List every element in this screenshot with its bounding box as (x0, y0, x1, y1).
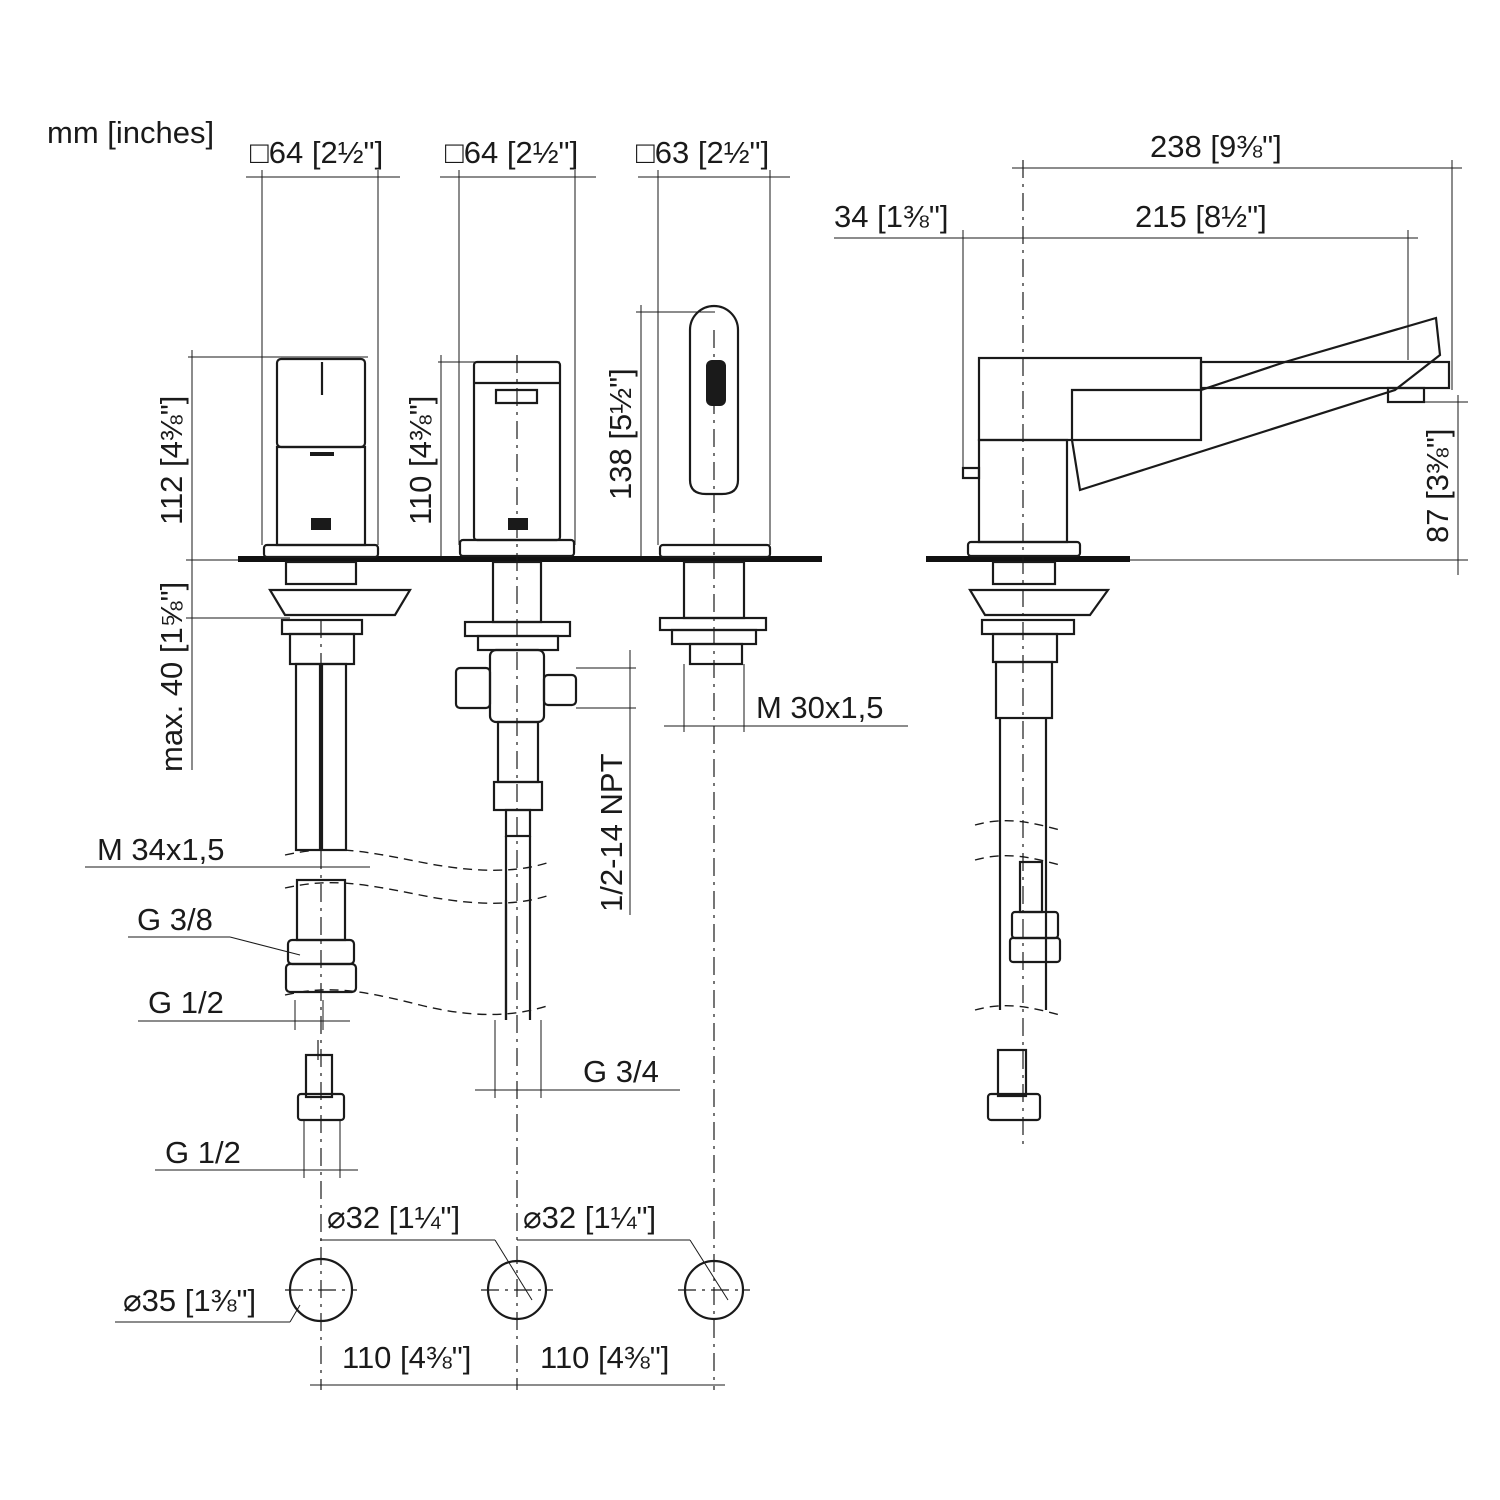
svg-text:34 [1⅜"]: 34 [1⅜"] (834, 199, 948, 234)
hole-diameter-label-right: ⌀32 [1¼"] (517, 1200, 729, 1301)
svg-text:112 [4⅜"]: 112 [4⅜"] (154, 396, 189, 525)
middle-handle-valve (454, 360, 578, 1020)
left-handle-valve (262, 357, 412, 1122)
svg-text:□64 [2½"]: □64 [2½"] (250, 135, 383, 170)
svg-text:□64 [2½"]: □64 [2½"] (445, 135, 578, 170)
svg-text:87 [3⅜"]: 87 [3⅜"] (1420, 429, 1455, 543)
hole-diameter-label-left: ⌀32 [1¼"] (320, 1200, 533, 1301)
thread-m34-label: M 34x1,5 (85, 832, 370, 868)
spout-reach-dimension: 215 [8½"] (1012, 199, 1418, 360)
overall-length-dimension: 238 [9⅜"] (1012, 129, 1462, 390)
spout-height-dimension: 87 [3⅜"] (1130, 395, 1468, 575)
height-dimension-middle-handle: 110 [4⅜"] (403, 355, 560, 560)
svg-text:□63 [2½"]: □63 [2½"] (636, 135, 769, 170)
width-dimension-spout: □63 [2½"] (636, 135, 790, 545)
thread-g34-label: G 3/4 (475, 1020, 680, 1098)
hole-spacing-dimensions: 110 [4⅜"] 110 [4⅜"] (310, 1340, 725, 1386)
thread-g38-label: G 3/8 (128, 902, 301, 956)
svg-text:215 [8½"]: 215 [8½"] (1135, 199, 1267, 234)
svg-text:M 34x1,5: M 34x1,5 (97, 832, 225, 867)
svg-text:⌀32 [1¼"]: ⌀32 [1¼"] (327, 1200, 460, 1235)
svg-text:⌀32 [1¼"]: ⌀32 [1¼"] (523, 1200, 656, 1235)
svg-text:G 3/4: G 3/4 (583, 1054, 659, 1089)
side-view-faucet (961, 316, 1451, 1122)
width-dimension-left: □64 [2½"] (246, 135, 400, 545)
thread-g12-lower-label: G 1/2 (155, 1120, 358, 1178)
svg-text:G 1/2: G 1/2 (148, 985, 224, 1020)
countertop-deck-side (926, 556, 1130, 562)
thread-npt-label: 1/2-14 NPT (576, 650, 636, 915)
hose-break-upper (284, 849, 551, 871)
svg-text:1/2-14 NPT: 1/2-14 NPT (594, 753, 629, 912)
thread-g12-upper-label: G 1/2 (138, 985, 350, 1030)
mounting-holes (285, 1257, 750, 1323)
svg-text:110 [4⅜"]: 110 [4⅜"] (403, 396, 438, 525)
thread-m30-label: M 30x1,5 (664, 664, 908, 732)
svg-text:G 3/8: G 3/8 (137, 902, 213, 937)
width-dimension-middle: □64 [2½"] (440, 135, 596, 545)
rosette-diameter-label: ⌀35 [1⅜"] (115, 1283, 301, 1323)
units-label: mm [inches] (47, 115, 214, 150)
countertop-deck (238, 556, 822, 562)
lever-offset-dimension: 34 [1⅜"] (834, 199, 1030, 470)
height-dimension-left-handle: 112 [4⅜"] (154, 350, 368, 560)
svg-text:M 30x1,5: M 30x1,5 (756, 690, 884, 725)
svg-text:110 [4⅜"]: 110 [4⅜"] (342, 1340, 471, 1375)
svg-text:110 [4⅜"]: 110 [4⅜"] (540, 1340, 669, 1375)
height-dimension-spout: 138 [5½"] (603, 305, 715, 560)
hose-break-mid (284, 882, 551, 904)
svg-text:138 [5½"]: 138 [5½"] (603, 368, 638, 500)
svg-text:max. 40 [1⅝"]: max. 40 [1⅝"] (154, 582, 189, 772)
svg-text:⌀35 [1⅜"]: ⌀35 [1⅜"] (123, 1283, 256, 1318)
deck-thickness-dimension: max. 40 [1⅝"] (154, 559, 290, 772)
svg-text:G 1/2: G 1/2 (165, 1135, 241, 1170)
hose-break-lower (284, 989, 551, 1016)
svg-text:238 [9⅜"]: 238 [9⅜"] (1150, 129, 1282, 164)
spout (658, 304, 772, 666)
